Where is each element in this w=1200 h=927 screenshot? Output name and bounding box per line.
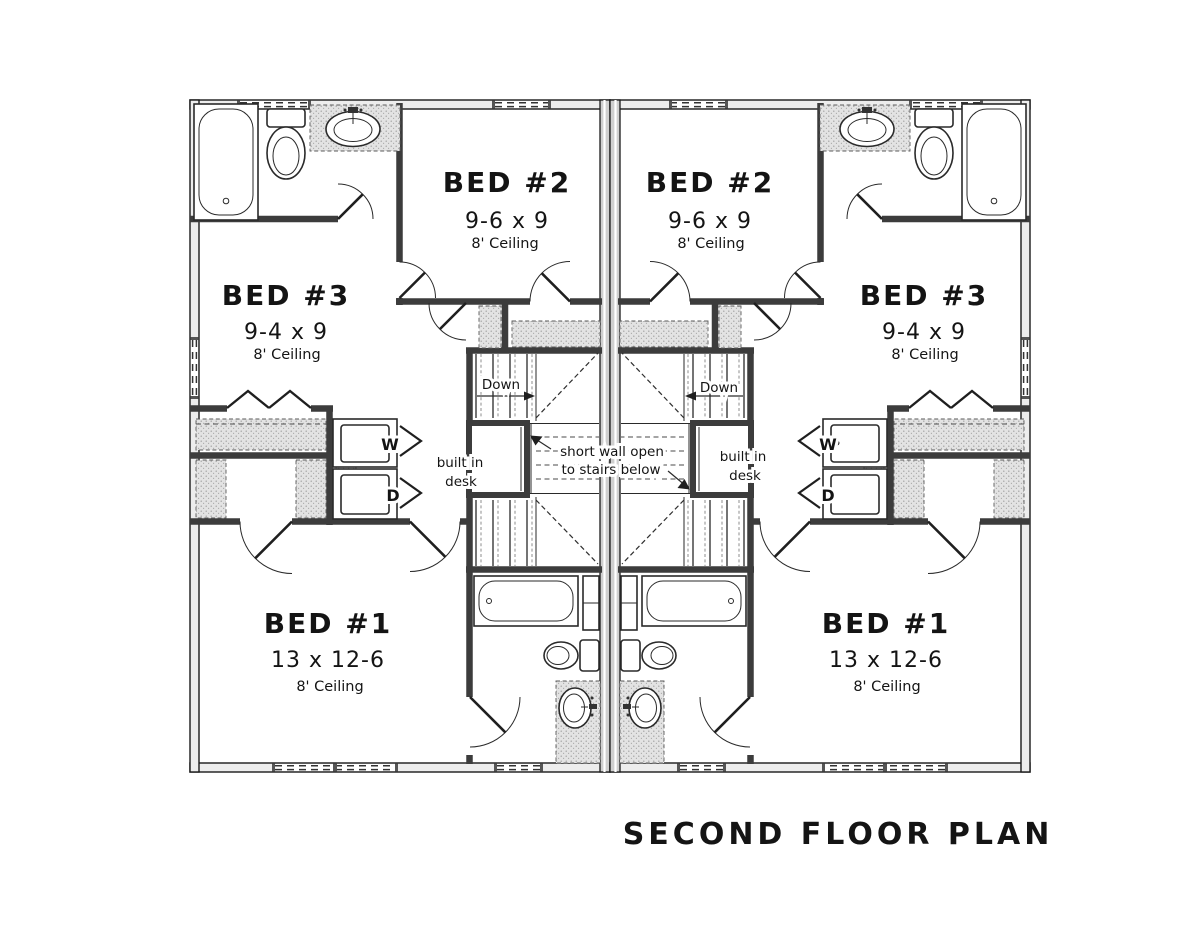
plan-title: SECOND FLOOR PLAN: [623, 817, 1054, 852]
bed1-right-ceiling: 8' Ceiling: [853, 679, 920, 695]
open-wall-note-line1: short wall open: [560, 444, 664, 460]
bed3-right-name: BED #3: [860, 279, 988, 312]
washer-right-label: W: [819, 435, 837, 454]
bed3-left-name: BED #3: [222, 279, 350, 312]
built-in-right-line1: built in: [720, 449, 767, 465]
bed3-left-ceiling: 8' Ceiling: [253, 347, 320, 363]
bed2-right-dims: 9-6 x 9: [668, 209, 752, 234]
built-in-left-line1: built in: [437, 455, 484, 471]
bed1-left-ceiling: 8' Ceiling: [296, 679, 363, 695]
bed2-left-dims: 9-6 x 9: [465, 209, 549, 234]
bed1-left-name: BED #1: [264, 607, 392, 640]
built-in-left-line2: desk: [445, 474, 477, 490]
bed3-left-dims: 9-4 x 9: [244, 320, 328, 345]
bed3-right-dims: 9-4 x 9: [882, 320, 966, 345]
down-left-label: Down: [482, 377, 520, 393]
bed1-left-dims: 13 x 12-6: [271, 648, 385, 673]
bed2-right-name: BED #2: [646, 166, 774, 199]
bed2-right-ceiling: 8' Ceiling: [677, 236, 744, 252]
unit-left-geometry: [190, 100, 610, 772]
open-wall-note-line2: to stairs below: [562, 462, 661, 478]
bed1-right-dims: 13 x 12-6: [829, 648, 943, 673]
bed1-right-name: BED #1: [822, 607, 950, 640]
bed2-left-name: BED #2: [443, 166, 571, 199]
down-right-label: Down: [700, 380, 738, 396]
washer-left-label: W: [381, 435, 399, 454]
dryer-left-label: D: [386, 486, 399, 505]
bed3-right-ceiling: 8' Ceiling: [891, 347, 958, 363]
dryer-right-label: D: [821, 486, 834, 505]
short-wall-leaders: [530, 435, 690, 490]
built-in-right-line2: desk: [729, 468, 761, 484]
bed2-left-ceiling: 8' Ceiling: [471, 236, 538, 252]
